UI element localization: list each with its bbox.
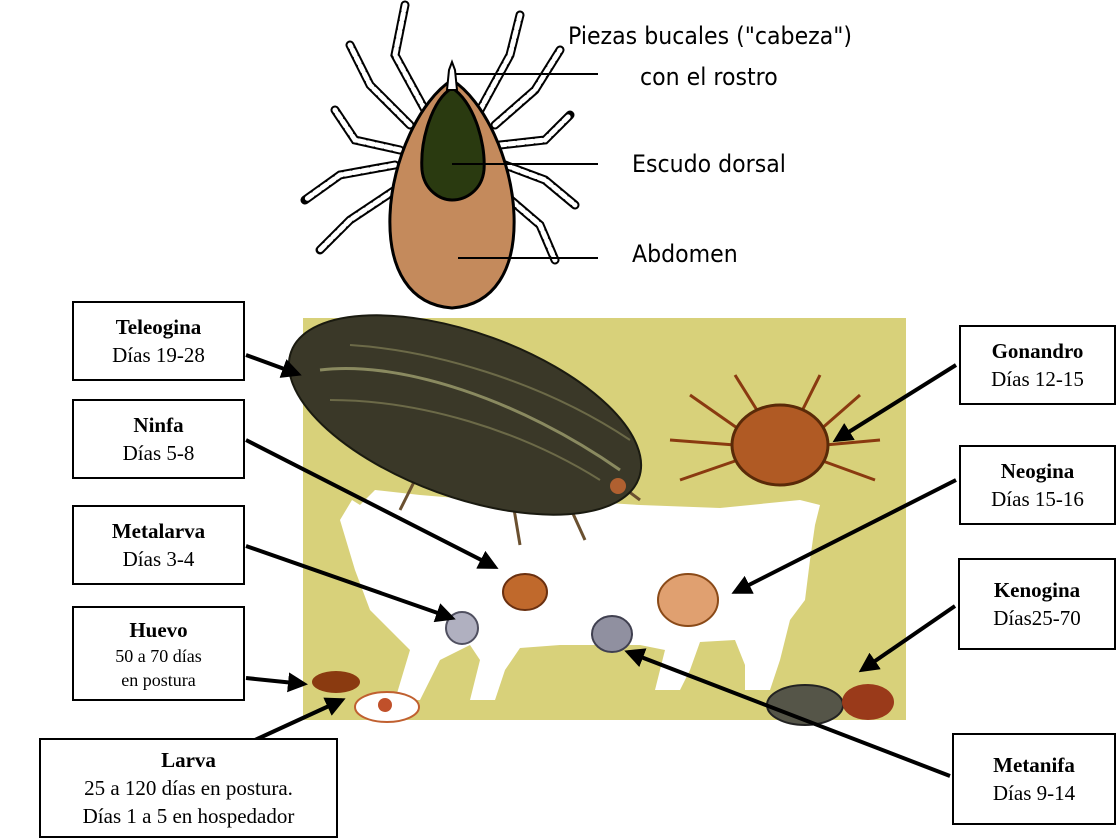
stage-days: Días 9-14 xyxy=(954,779,1114,807)
stage-days: Días 3-4 xyxy=(74,545,243,573)
stage-name: Kenogina xyxy=(960,576,1114,604)
stage-name: Metanifa xyxy=(954,751,1114,779)
stage-days: Días 5-8 xyxy=(74,439,243,467)
stage-detail-1: 50 a 70 días xyxy=(74,644,243,668)
arrow-huevo xyxy=(246,678,304,684)
stage-name: Larva xyxy=(41,746,336,774)
stage-box-ninfa: Ninfa Días 5-8 xyxy=(72,399,245,479)
stage-days: Días 15-16 xyxy=(961,485,1114,513)
stage-box-teleogina: Teleogina Días 19-28 xyxy=(72,301,245,381)
stage-name: Ninfa xyxy=(74,411,243,439)
kenogina-illustration xyxy=(767,684,894,725)
stage-detail-1: 25 a 120 días en postura. xyxy=(41,774,336,802)
stage-box-kenogina: Kenogina Días25-70 xyxy=(958,558,1116,650)
stage-box-gonandro: Gonandro Días 12-15 xyxy=(959,325,1116,405)
stage-days: Días25-70 xyxy=(960,604,1114,632)
egg-illustration xyxy=(312,671,360,693)
stage-days: Días 19-28 xyxy=(74,341,243,369)
stage-box-metalarva: Metalarva Días 3-4 xyxy=(72,505,245,585)
stage-name: Teleogina xyxy=(74,313,243,341)
stage-detail-2: en postura xyxy=(74,668,243,692)
stage-name: Metalarva xyxy=(74,517,243,545)
stage-box-metanifa: Metanifa Días 9-14 xyxy=(952,733,1116,825)
stage-days: Días 12-15 xyxy=(961,365,1114,393)
stage-name: Huevo xyxy=(74,616,243,644)
stage-box-larva: Larva 25 a 120 días en postura. Días 1 a… xyxy=(39,738,338,838)
stage-box-huevo: Huevo 50 a 70 días en postura xyxy=(72,606,245,701)
stage-box-neogina: Neogina Días 15-16 xyxy=(959,445,1116,525)
stage-name: Neogina xyxy=(961,457,1114,485)
stage-detail-2: Días 1 a 5 en hospedador xyxy=(41,802,336,830)
stage-name: Gonandro xyxy=(961,337,1114,365)
